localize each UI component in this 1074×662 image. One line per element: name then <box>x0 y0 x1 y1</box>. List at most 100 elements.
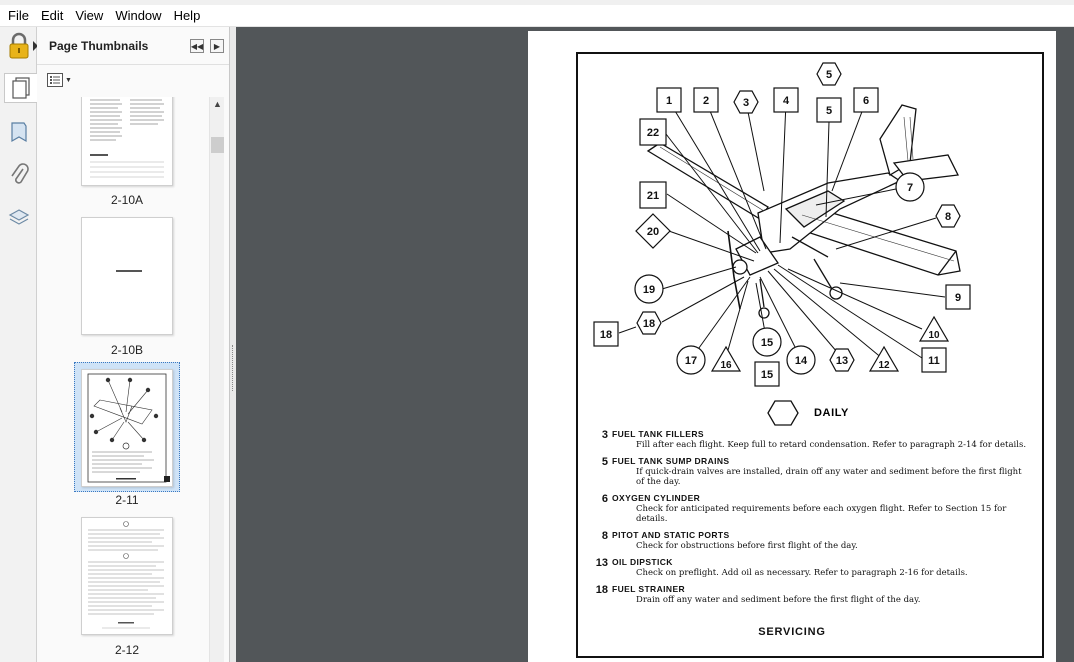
callout-number: 20 <box>647 226 659 238</box>
callout-number: 17 <box>685 355 697 367</box>
callout-hexagon-18 <box>636 311 662 335</box>
thumbnail-label: 2-10A <box>110 193 144 207</box>
legend-item: 3 FUEL TANK FILLERS Fill after each flig… <box>594 429 1034 450</box>
legend-item: 13 OIL DIPSTICK Check on preflight. Add … <box>594 557 1034 578</box>
callout-number: 5 <box>826 69 832 81</box>
thumbnail-label: 2-10B <box>110 343 144 357</box>
legend-title: FUEL STRAINER <box>612 584 686 594</box>
bookmarks-icon[interactable] <box>4 117 34 147</box>
legend-number: 6 <box>601 493 608 505</box>
document-page: 1 2 3 4 5 5 <box>528 31 1056 662</box>
lock-icon[interactable] <box>4 31 34 61</box>
thumbnail-list: 2-10A 2-10B <box>37 97 209 662</box>
menu-window[interactable]: Window <box>115 7 162 23</box>
collapse-left-icon[interactable]: ◀◀ <box>190 39 204 53</box>
callout-number: 8 <box>945 211 951 223</box>
legend-title: OXYGEN CYLINDER <box>612 493 701 503</box>
callout-square-1 <box>656 87 682 113</box>
thumbnail-label: 2-11 <box>115 493 139 507</box>
dropdown-arrow-icon: ▼ <box>65 76 72 84</box>
callout-triangle-12 <box>868 345 900 372</box>
callout-triangle-16 <box>710 345 742 372</box>
panel-splitter[interactable] <box>230 27 236 662</box>
expand-arrow-icon[interactable] <box>33 41 38 51</box>
scroll-thumb[interactable] <box>211 137 224 153</box>
options-menu-button[interactable]: ▼ <box>47 71 73 89</box>
panel-title: Page Thumbnails <box>49 38 149 53</box>
menu-edit[interactable]: Edit <box>40 7 64 23</box>
legend-text: Check for obstructions before first flig… <box>636 541 858 551</box>
callout-circle-19 <box>634 274 664 304</box>
panel-toolbar: ▼ <box>37 65 229 95</box>
callout-number: 10 <box>928 330 940 341</box>
hexagon-legend-icon <box>767 400 799 426</box>
thumbnail-page-2-11[interactable] <box>81 369 173 487</box>
legend-text: Drain off any water and sediment before … <box>636 595 921 605</box>
thumbnail-page-2-10A[interactable] <box>81 97 173 186</box>
legend-text: If quick-drain valves are installed, dra… <box>636 467 1022 477</box>
callout-hexagon-13 <box>829 348 855 372</box>
panel-header: Page Thumbnails ◀◀ ▶ <box>37 27 229 65</box>
layers-icon[interactable] <box>4 203 34 233</box>
callout-number: 13 <box>836 355 848 367</box>
callout-square-22 <box>639 118 667 146</box>
legend-item: 18 FUEL STRAINER Drain off any water and… <box>594 584 1034 605</box>
legend-number: 8 <box>601 530 608 542</box>
callout-square-4 <box>773 87 799 113</box>
callout-square-2 <box>693 87 719 113</box>
thumbnail-label: 2-12 <box>114 643 140 657</box>
callout-number: 11 <box>928 355 940 367</box>
scroll-up-icon[interactable]: ▲ <box>213 99 222 109</box>
legend-title: OIL DIPSTICK <box>612 557 673 567</box>
callout-number: 14 <box>795 355 808 367</box>
navigation-rail <box>0 27 38 662</box>
callout-number: 5 <box>826 105 832 117</box>
document-view[interactable]: 1 2 3 4 5 5 <box>236 27 1074 662</box>
callout-number: 22 <box>647 127 659 139</box>
callout-number: 18 <box>600 329 612 341</box>
callout-number: 6 <box>863 95 869 107</box>
page-thumbnails-panel: Page Thumbnails ◀◀ ▶ ▼ <box>37 27 230 662</box>
daily-heading: DAILY <box>766 399 849 427</box>
thumbnail-page-2-12[interactable] <box>81 517 173 635</box>
legend-text: Check for anticipated requirements befor… <box>636 504 1007 524</box>
menu-help[interactable]: Help <box>173 7 201 23</box>
collapse-right-icon[interactable]: ▶ <box>210 39 224 53</box>
menu-view[interactable]: View <box>75 7 104 23</box>
legend-item: 5 FUEL TANK SUMP DRAINS If quick-drain v… <box>594 456 1034 487</box>
legend-item: 8 PITOT AND STATIC PORTS Check for obstr… <box>594 530 1034 551</box>
callout-number: 15 <box>761 337 773 349</box>
callout-square-11 <box>921 347 947 373</box>
callout-number: 3 <box>743 97 749 109</box>
callout-hexagon-3 <box>733 90 759 114</box>
callout-number: 2 <box>703 95 709 107</box>
servicing-legend: 3 FUEL TANK FILLERS Fill after each flig… <box>594 429 1034 611</box>
callout-hexagon-5 <box>816 62 842 86</box>
legend-title: FUEL TANK FILLERS <box>612 429 704 439</box>
attachments-icon[interactable] <box>4 160 34 190</box>
servicing-footer: SERVICING <box>758 626 826 638</box>
callout-number: 9 <box>955 292 961 304</box>
callout-circle-15 <box>752 327 782 357</box>
menu-file[interactable]: File <box>8 7 29 23</box>
page-thumbnails-icon[interactable] <box>4 73 37 103</box>
callout-number: 7 <box>907 182 913 194</box>
legend-title: FUEL TANK SUMP DRAINS <box>612 456 730 466</box>
legend-number: 3 <box>601 429 608 441</box>
legend-number: 13 <box>595 557 608 569</box>
callout-square-9 <box>945 284 971 310</box>
legend-item: 6 OXYGEN CYLINDER Check for anticipated … <box>594 493 1034 524</box>
callout-square-18 <box>593 321 619 347</box>
callout-number: 21 <box>647 190 659 202</box>
legend-number: 5 <box>601 456 608 468</box>
callout-circle-14 <box>786 345 816 375</box>
title-bar <box>0 0 1074 5</box>
callout-circle-17 <box>676 345 706 375</box>
thumbnail-scrollbar[interactable]: ▲ <box>209 97 224 662</box>
legend-text: Fill after each flight. Keep full to ret… <box>636 440 1027 450</box>
page-border <box>576 52 1044 658</box>
callout-hexagon-8 <box>935 204 961 228</box>
options-list-icon <box>47 73 63 87</box>
thumbnail-page-2-10B[interactable] <box>81 217 173 335</box>
callout-square-21 <box>639 181 667 209</box>
